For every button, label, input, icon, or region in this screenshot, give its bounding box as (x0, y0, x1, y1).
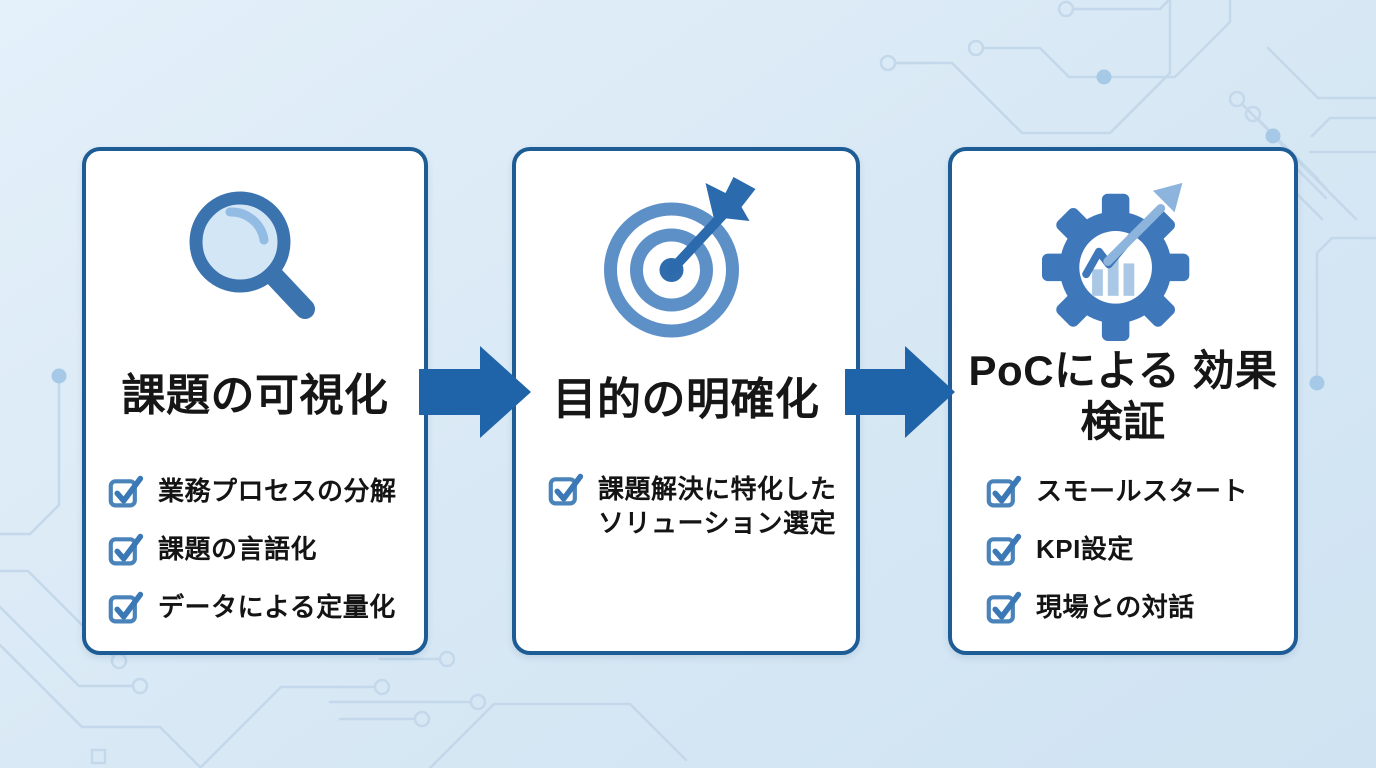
step-card-issue-visualization: 課題の可視化 業務プロセスの分解 課題の言語化 データによる定量化 (82, 147, 428, 655)
step-title: 目的の明確化 (552, 375, 820, 424)
checkbox-icon (108, 589, 145, 626)
checklist: 課題解決に特化した ソリューション選定 (548, 471, 850, 562)
checklist-label: データによる定量化 (158, 592, 396, 622)
checklist-label-line1: 課題解決に特化した (598, 474, 837, 504)
checkbox-icon (986, 589, 1023, 626)
checklist-item: データによる定量化 (108, 589, 418, 626)
checklist-item: 課題の言語化 (108, 531, 418, 568)
checklist-label: 業務プロセスの分解 (158, 476, 397, 506)
checklist-label: 課題の言語化 (158, 534, 318, 564)
step-title: 課題の可視化 (121, 371, 389, 420)
checklist-label: スモールスタート (1036, 476, 1249, 506)
checklist-label: KPI設定 (1036, 534, 1134, 564)
checkbox-icon (108, 473, 145, 510)
step-title-line2: 効果検証 (1080, 347, 1278, 446)
checklist-label-line2: ソリューション選定 (598, 507, 836, 538)
checkbox-icon (986, 531, 1023, 568)
arrow-right-icon (419, 346, 531, 438)
checklist-item: 業務プロセスの分解 (108, 473, 418, 510)
step-title-line1: PoCによる (968, 347, 1181, 394)
step-card-goal-clarification: 目的の明確化 課題解決に特化した ソリューション選定 (512, 147, 860, 655)
gear-growth-icon (1037, 177, 1209, 346)
magnifier-icon (180, 185, 330, 342)
arrow-right-icon (845, 346, 955, 438)
checklist-item: 現場との対話 (986, 589, 1288, 626)
checklist: 業務プロセスの分解 課題の言語化 データによる定量化 (108, 473, 418, 647)
checklist-label: 課題解決に特化した ソリューション選定 (598, 471, 837, 541)
checkbox-icon (548, 471, 585, 508)
step-title: PoCによる 効果検証 (952, 345, 1294, 447)
checklist-item: KPI設定 (986, 531, 1288, 568)
checklist-item: 課題解決に特化した ソリューション選定 (548, 471, 850, 541)
checkbox-icon (986, 473, 1023, 510)
checkbox-icon (108, 531, 145, 568)
step-card-poc-validation: PoCによる 効果検証 スモールスタート KPI設定 現場との対話 (948, 147, 1298, 655)
checklist-label: 現場との対話 (1036, 592, 1195, 622)
target-icon (594, 175, 779, 352)
checklist-item: スモールスタート (986, 473, 1288, 510)
checklist: スモールスタート KPI設定 現場との対話 (986, 473, 1288, 647)
